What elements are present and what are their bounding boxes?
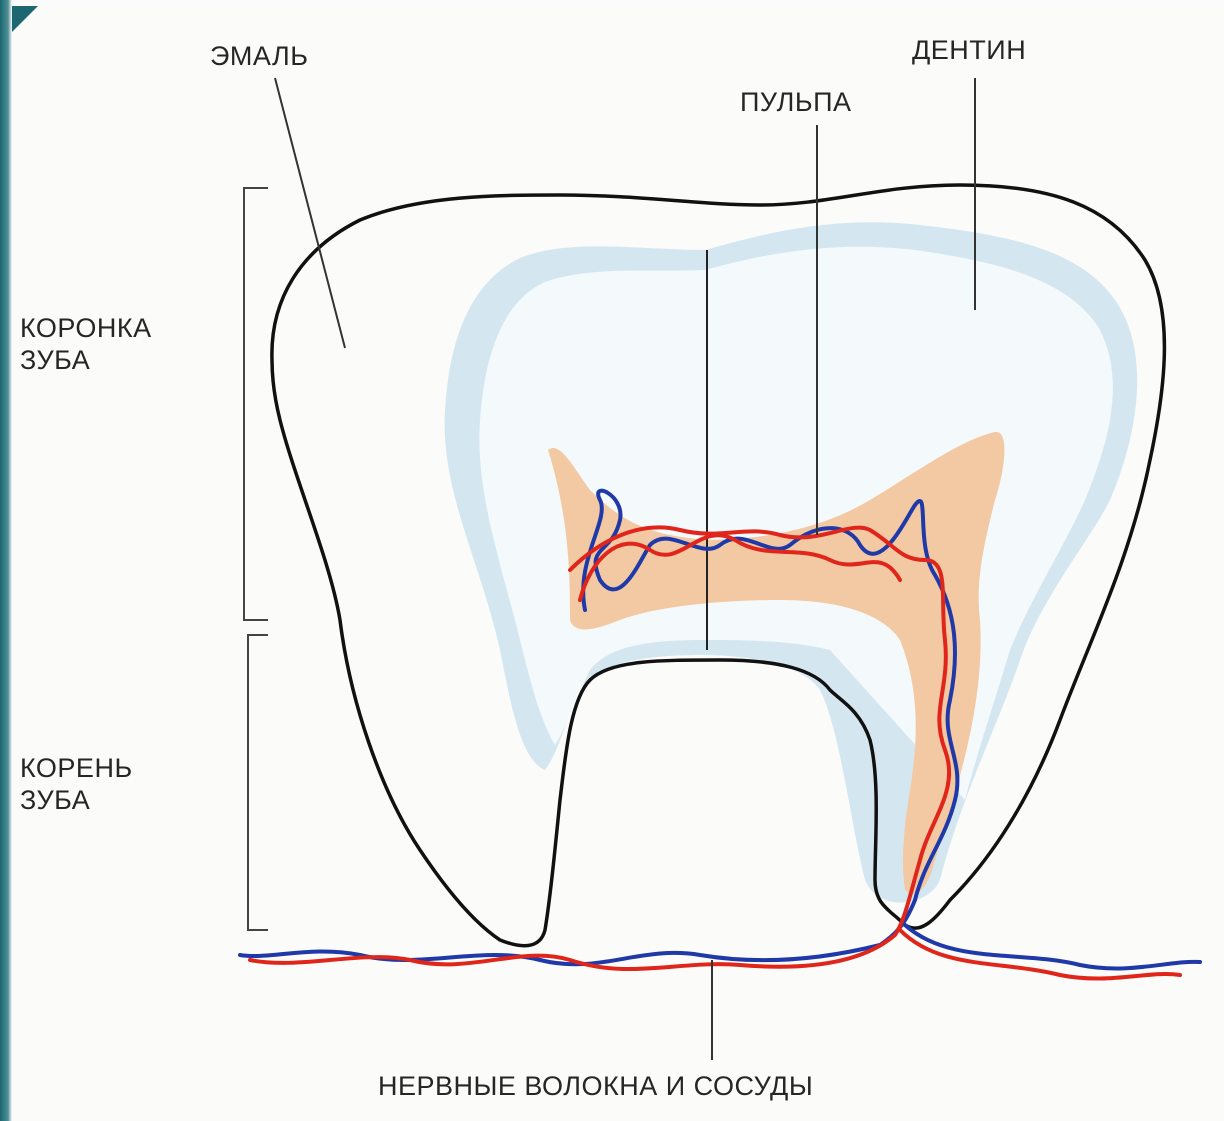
vein-vessel (905, 925, 1200, 968)
nerves-label: НЕРВНЫЕ ВОЛОКНА И СОСУДЫ (378, 1070, 813, 1102)
crown-bracket (244, 188, 268, 620)
root-bracket (248, 635, 268, 930)
crown-label: КОРОНКА ЗУБА (20, 312, 152, 377)
artery-vessel (900, 930, 1180, 979)
enamel-label: ЭМАЛЬ (210, 40, 308, 72)
root-label: КОРЕНЬ ЗУБА (20, 752, 133, 817)
pulp-label: ПУЛЬПА (740, 86, 852, 118)
enamel-leader (275, 78, 345, 348)
dentin-label: ДЕНТИН (912, 34, 1026, 66)
